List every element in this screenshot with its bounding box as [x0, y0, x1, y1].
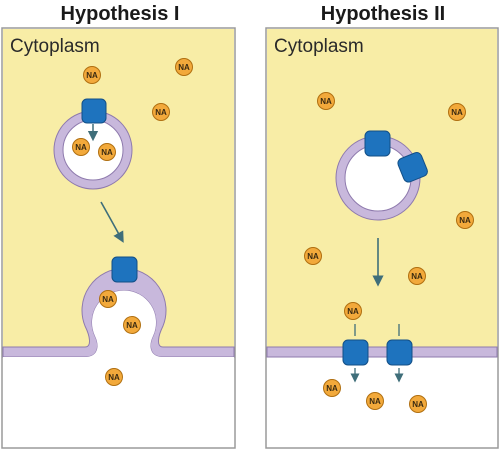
na-molecule-label: NA [411, 272, 423, 281]
plasma-membrane [266, 346, 498, 358]
transporter-square-icon [397, 152, 428, 183]
na-molecule-icon: NA [323, 379, 341, 397]
transporter-square-icon [364, 130, 391, 157]
na-molecules: NA NA NA NA NA NA NA NA NA NA NA NA NA NA NA NA NA [72, 58, 474, 413]
na-molecule-label: NA [155, 108, 167, 117]
na-molecule-label: NA [369, 397, 381, 406]
cytoplasm-label: Cytoplasm [274, 36, 364, 57]
panel-hypothesis-2: Hypothesis II Cytoplasm [265, 3, 499, 449]
na-molecule-icon: NA [98, 143, 116, 161]
na-molecule-icon: NA [344, 302, 362, 320]
na-molecule-icon: NA [175, 58, 193, 76]
cytoplasm-label: Cytoplasm [10, 36, 100, 57]
na-molecule-label: NA [75, 143, 87, 152]
na-molecule-label: NA [126, 321, 138, 330]
na-molecule-label: NA [326, 384, 338, 393]
transporter-square-icon [81, 98, 107, 124]
na-molecule-icon: NA [409, 395, 427, 413]
na-molecule-icon: NA [72, 138, 90, 156]
na-molecule-label: NA [451, 108, 463, 117]
na-molecule-label: NA [86, 71, 98, 80]
na-molecule-label: NA [102, 295, 114, 304]
na-molecule-icon: NA [152, 103, 170, 121]
na-molecule-label: NA [307, 252, 319, 261]
transporter-square-icon [111, 256, 138, 283]
panel-heading: Hypothesis II [321, 3, 445, 25]
na-molecule-icon: NA [99, 290, 117, 308]
na-molecule-label: NA [101, 148, 113, 157]
na-molecule-label: NA [459, 216, 471, 225]
transporter-square-icon [386, 339, 413, 366]
panel-hypothesis-1: Hypothesis I Cytoplasm [1, 3, 236, 449]
na-molecule-label: NA [108, 373, 120, 382]
na-molecule-icon: NA [105, 368, 123, 386]
na-molecule-icon: NA [408, 267, 426, 285]
na-molecule-icon: NA [456, 211, 474, 229]
extracellular-region [3, 290, 234, 447]
panel-heading: Hypothesis I [61, 3, 180, 25]
transporter-square-icon [342, 339, 369, 366]
na-molecule-icon: NA [304, 247, 322, 265]
na-molecule-label: NA [412, 400, 424, 409]
na-molecule-label: NA [320, 97, 332, 106]
na-molecule-icon: NA [83, 66, 101, 84]
arrow-down-icon [100, 201, 124, 243]
na-molecule-label: NA [347, 307, 359, 316]
na-molecule-icon: NA [317, 92, 335, 110]
na-molecule-icon: NA [366, 392, 384, 410]
na-molecule-icon: NA [448, 103, 466, 121]
na-molecule-label: NA [178, 63, 190, 72]
na-molecule-icon: NA [123, 316, 141, 334]
